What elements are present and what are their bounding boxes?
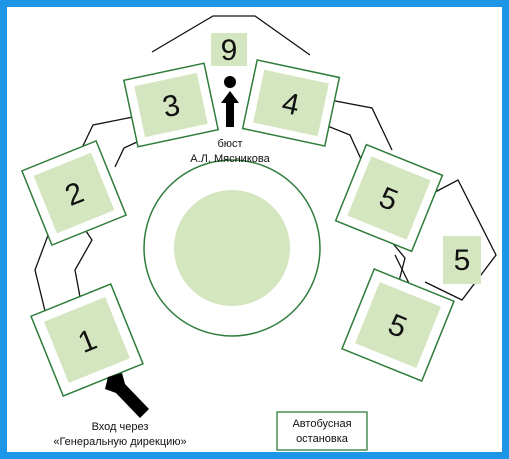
- building-5-annex-label: 5: [454, 244, 471, 277]
- entrance-arrow-icon: [105, 373, 149, 418]
- bust-marker-icon: [224, 76, 236, 88]
- building-5-lower[interactable]: 5: [341, 268, 455, 382]
- building-3[interactable]: 3: [122, 62, 220, 148]
- entrance-label-line1: Вход через: [92, 421, 149, 433]
- bus-stop[interactable]: Автобусная остановка: [276, 411, 368, 451]
- bust-arrow-icon: [221, 91, 239, 127]
- central-garden: [174, 190, 290, 306]
- building-5-annex[interactable]: 5: [443, 236, 481, 284]
- outer-walkway: [34, 15, 497, 331]
- bust-label-line2: А.Л. Мясникова: [190, 153, 270, 165]
- building-5-upper[interactable]: 5: [334, 143, 444, 253]
- building-9[interactable]: 9: [211, 33, 247, 67]
- bus-stop-label-line2: остановка: [296, 433, 349, 445]
- building-1[interactable]: 1: [30, 283, 144, 397]
- building-2[interactable]: 2: [20, 139, 128, 247]
- map-frame: 1 2 3 9 4 5 5 5 бюст А.Л.: [7, 7, 502, 452]
- bus-stop-label-line1: Автобусная: [292, 418, 351, 430]
- bust-label-line1: бюст: [217, 138, 242, 150]
- building-9-label: 9: [221, 34, 238, 67]
- building-3-label: 3: [160, 89, 183, 125]
- entrance-label-line2: «Генеральную дирекцию»: [53, 436, 186, 448]
- building-4[interactable]: 4: [241, 59, 341, 147]
- building-4-label: 4: [279, 87, 302, 123]
- inner-walkway: [74, 124, 406, 298]
